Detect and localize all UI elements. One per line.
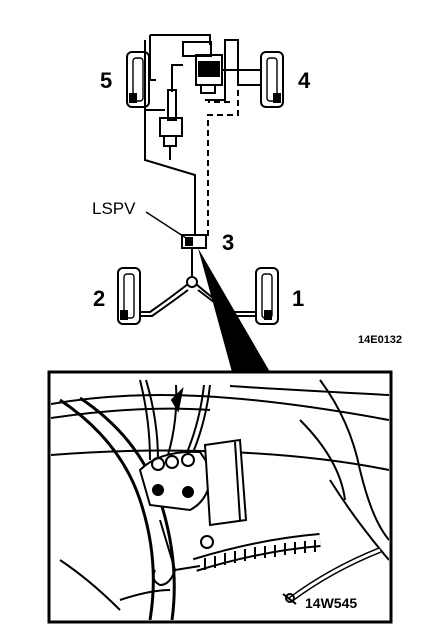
wheel-3-label: 3	[222, 230, 234, 255]
wheel-4-label: 4	[298, 68, 311, 93]
wheel-1-label: 1	[292, 286, 304, 311]
wheel-1	[255, 267, 279, 325]
wheel-2	[117, 267, 141, 325]
photo-reference: 14W545	[305, 595, 357, 611]
brake-booster	[159, 89, 183, 160]
wheel-5-label: 5	[100, 68, 112, 93]
diagram-reference: 14E0132	[358, 334, 402, 346]
master-cylinder	[182, 41, 223, 94]
brake-schematic	[117, 34, 284, 372]
wheel-2-label: 2	[93, 286, 105, 311]
lspv-label: LSPV	[92, 199, 136, 218]
lspv-detail-view: 14W545	[47, 370, 393, 624]
coiled-hose	[192, 533, 321, 572]
zoom-wedge	[198, 248, 270, 372]
wheel-4	[260, 51, 284, 108]
